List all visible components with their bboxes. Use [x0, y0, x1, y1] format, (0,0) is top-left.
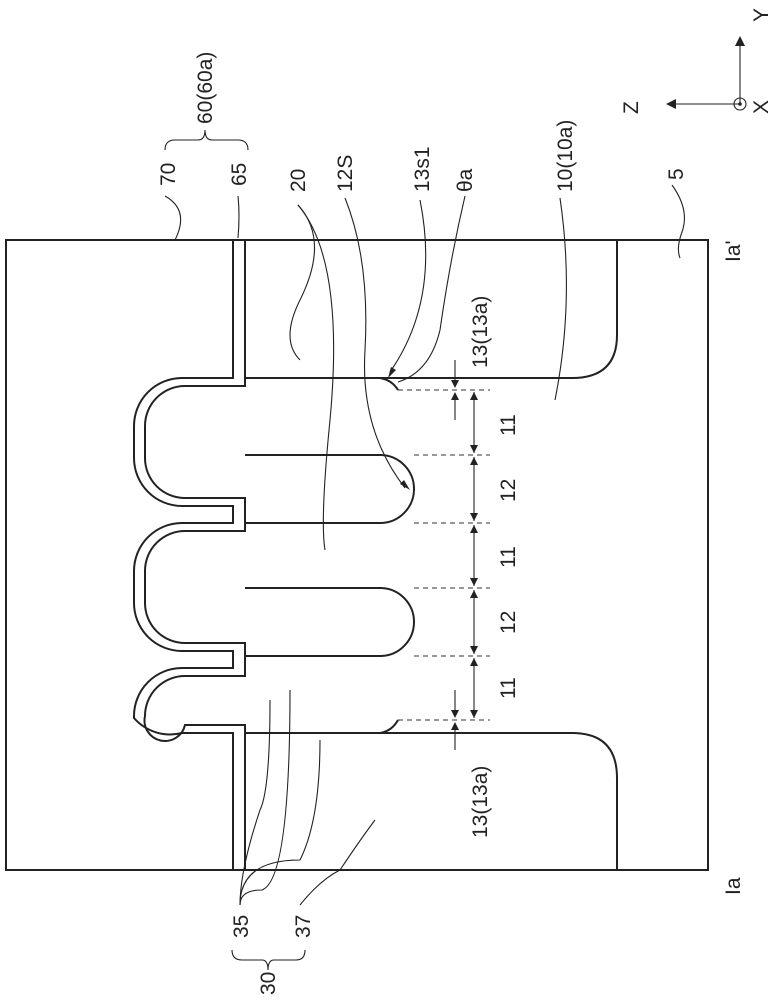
label-65: 65	[228, 163, 251, 186]
label-12-b: 12	[497, 611, 520, 634]
label-ia-prime: Ia'	[722, 240, 745, 262]
label-11-a: 11	[497, 414, 520, 436]
brace-30	[231, 949, 306, 971]
label-60: 60(60a)	[194, 52, 217, 124]
axis-z-label: Z	[620, 101, 643, 114]
label-37: 37	[292, 915, 315, 938]
edge-slope-top	[379, 377, 399, 391]
leader-lines	[164, 184, 685, 906]
label-35: 35	[230, 915, 253, 938]
dimension-arrows	[451, 360, 478, 750]
label-theta: θa	[454, 168, 477, 192]
label-20: 20	[287, 169, 310, 192]
label-70: 70	[157, 163, 180, 186]
axis-x-label: X	[750, 100, 773, 114]
gate-dielectric-outer	[133, 240, 234, 870]
gate-dielectric-inner	[143, 240, 246, 870]
substrate-outline	[245, 240, 618, 379]
channel-region-lower	[245, 587, 415, 657]
label-5: 5	[665, 168, 688, 180]
label-ia: Ia	[722, 877, 745, 895]
brace-60	[164, 129, 249, 151]
label-11-c: 11	[497, 677, 520, 699]
label-11-b: 11	[497, 546, 520, 568]
label-13-bottom: 13(13a)	[469, 766, 492, 838]
label-10: 10(10a)	[554, 120, 577, 192]
channel-region-upper	[245, 454, 415, 524]
label-30: 30	[257, 972, 280, 995]
label-13-top: 13(13a)	[469, 296, 492, 368]
substrate-outline-lower	[245, 732, 618, 870]
label-13s1: 13s1	[411, 146, 434, 192]
label-12s: 12S	[334, 155, 357, 192]
axis-indicator	[666, 36, 747, 111]
label-12-a: 12	[497, 479, 520, 502]
section-frame	[5, 239, 709, 871]
edge-slope-bottom	[379, 719, 399, 734]
axis-y-label: Y	[750, 8, 773, 22]
